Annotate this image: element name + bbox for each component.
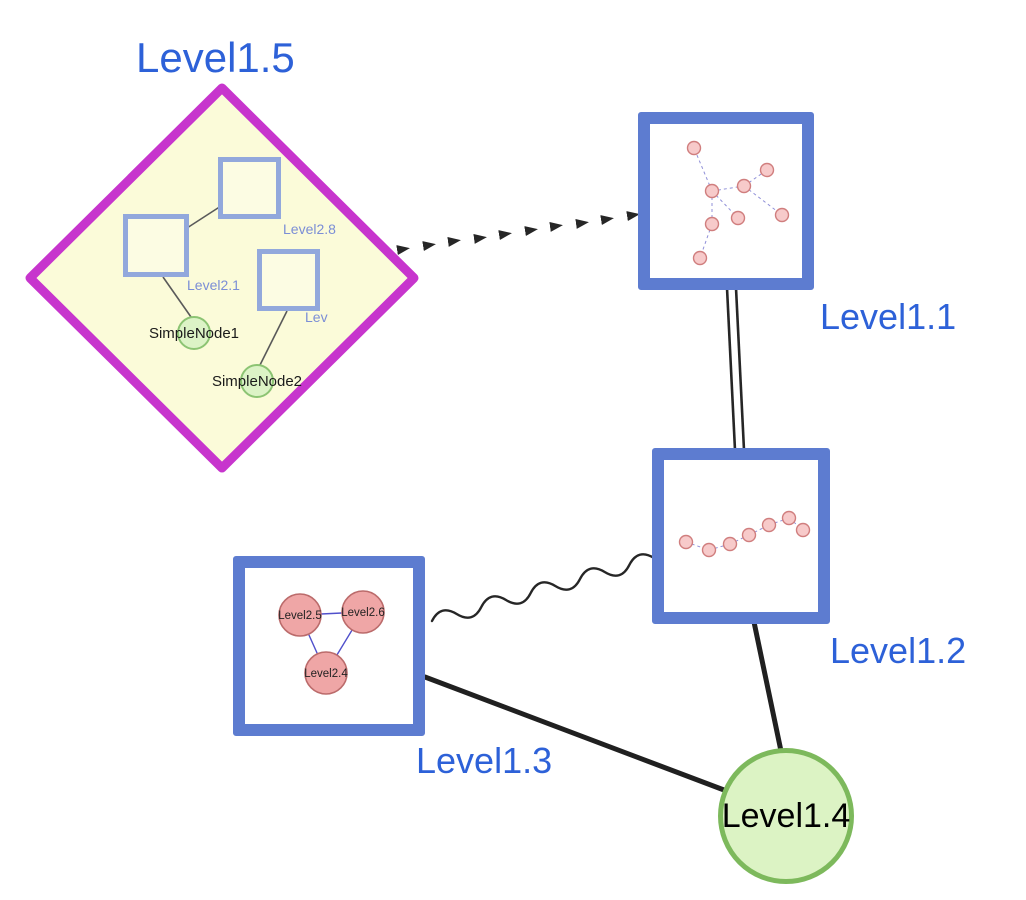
double-edge-line-2[interactable] xyxy=(734,287,746,451)
mini-graph-node[interactable] xyxy=(304,651,348,695)
inner-edge-level21-level28 xyxy=(186,205,222,229)
mini-graph-node[interactable] xyxy=(795,522,811,538)
diamond-group-level15[interactable] xyxy=(25,83,419,473)
label-level11: Level1.1 xyxy=(820,296,957,337)
mini-graph-node[interactable] xyxy=(278,593,322,637)
wavy-edge-level13-level12[interactable] xyxy=(430,553,656,623)
edge-level12-level14[interactable] xyxy=(751,619,784,754)
label-lev: Lev xyxy=(305,309,328,325)
label-level14: Level1.4 xyxy=(721,796,851,835)
inner-edge-lev-simplenode2 xyxy=(259,310,288,366)
mini-graph-node[interactable] xyxy=(736,178,752,194)
dashed-arrow-edge-level15-level11[interactable] xyxy=(396,211,640,256)
mini-graph-node[interactable] xyxy=(761,517,777,533)
group-node-level28[interactable] xyxy=(218,157,281,219)
node-level14[interactable]: Level1.4 xyxy=(718,748,854,884)
label-level12: Level1.2 xyxy=(830,630,967,671)
label-simplenode1: SimpleNode1 xyxy=(148,325,240,342)
mini-graph-node-label: Level2.6 xyxy=(341,607,384,619)
label-level28: Level2.8 xyxy=(283,221,336,237)
mini-graph-node-label: Level2.4 xyxy=(304,668,348,680)
mini-graph-edge xyxy=(693,147,713,192)
mini-graph-node[interactable] xyxy=(759,162,775,178)
group-node-level12[interactable] xyxy=(652,448,830,624)
label-level15: Level1.5 xyxy=(136,34,295,81)
mini-graph-node[interactable] xyxy=(741,527,757,543)
mini-graph-node[interactable] xyxy=(722,536,738,552)
mini-graph-node[interactable] xyxy=(730,210,746,226)
edge-level13-level14[interactable] xyxy=(422,674,727,793)
level15-inner-edges xyxy=(162,205,288,366)
label-level21: Level2.1 xyxy=(187,277,240,293)
mini-graph-node[interactable] xyxy=(704,216,720,232)
mini-graph-node[interactable] xyxy=(701,542,717,558)
node-simplenode1[interactable] xyxy=(177,316,211,350)
group-node-level11[interactable] xyxy=(638,112,814,290)
mini-graph-node[interactable] xyxy=(686,140,702,156)
group-node-level21[interactable] xyxy=(123,214,189,277)
label-simplenode2: SimpleNode2 xyxy=(211,373,303,390)
level11-mini-graph xyxy=(686,140,790,266)
mini-graph-node[interactable] xyxy=(341,590,385,634)
mini-graph-node[interactable] xyxy=(774,207,790,223)
mini-graph-edge xyxy=(743,169,768,187)
mini-graph-node[interactable] xyxy=(678,534,694,550)
node-simplenode2[interactable] xyxy=(240,364,274,398)
double-edge-level11-level12[interactable] xyxy=(725,287,746,451)
mini-graph-node[interactable] xyxy=(781,510,797,526)
label-level13: Level1.3 xyxy=(416,740,553,781)
mini-graph-node[interactable] xyxy=(704,183,720,199)
mini-graph-node[interactable] xyxy=(692,250,708,266)
level12-mini-graph xyxy=(678,510,811,558)
group-node-lev[interactable] xyxy=(257,249,320,311)
double-edge-line-1[interactable] xyxy=(725,287,737,451)
inner-edge-level21-simplenode1 xyxy=(162,276,192,318)
mini-graph-node-label: Level2.5 xyxy=(278,610,321,622)
mini-graph-edge xyxy=(743,185,783,216)
